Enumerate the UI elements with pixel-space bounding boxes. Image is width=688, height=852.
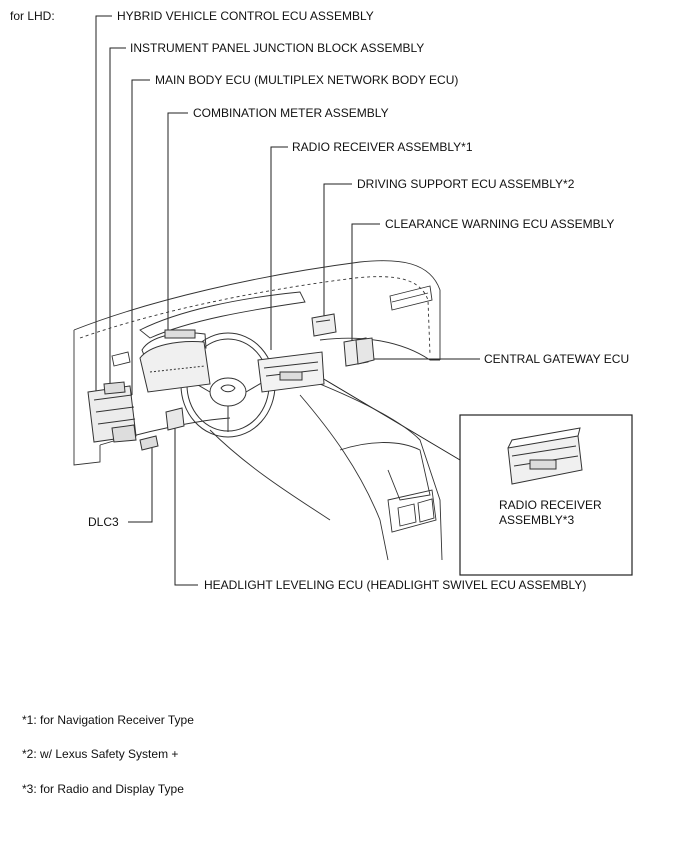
footnote-2: *2: w/ Lexus Safety System + <box>22 747 179 761</box>
leader-radio-receiver-1 <box>270 146 288 350</box>
variant-label: for LHD: <box>10 9 55 23</box>
leader-inset <box>321 377 461 461</box>
label-radio-receiver-1: RADIO RECEIVER ASSEMBLY*1 <box>292 140 473 154</box>
combination-meter-part <box>139 329 211 393</box>
inset-label-line1: RADIO RECEIVER <box>499 498 602 512</box>
leader-headlight-leveling-ecu <box>174 422 198 586</box>
leader-main-body-ecu <box>131 79 150 395</box>
label-main-body-ecu: MAIN BODY ECU (MULTIPLEX NETWORK BODY EC… <box>155 73 459 87</box>
left-ecu-stack <box>87 381 137 443</box>
driving-support-ecu-part <box>311 313 337 337</box>
footnote-3: *3: for Radio and Display Type <box>22 782 184 796</box>
label-dlc3: DLC3 <box>88 515 119 529</box>
dashboard-outline <box>73 260 443 561</box>
dlc3-part <box>139 435 159 451</box>
leader-combination-meter <box>167 112 188 333</box>
label-hybrid-ecu: HYBRID VEHICLE CONTROL ECU ASSEMBLY <box>117 9 374 23</box>
label-combination-meter: COMBINATION METER ASSEMBLY <box>193 106 389 120</box>
leader-hybrid-ecu <box>95 15 112 400</box>
inset-label-line2: ASSEMBLY*3 <box>499 513 575 527</box>
leader-lines <box>95 15 480 586</box>
leader-clearance-warning-ecu <box>351 223 380 342</box>
leader-dlc3 <box>128 448 153 523</box>
footnote-1: *1: for Navigation Receiver Type <box>22 713 194 727</box>
leader-driving-support-ecu <box>323 183 352 318</box>
headlight-leveling-ecu-part <box>165 407 185 431</box>
label-central-gateway-ecu: CENTRAL GATEWAY ECU <box>484 352 630 366</box>
label-driving-support-ecu: DRIVING SUPPORT ECU ASSEMBLY*2 <box>357 177 575 191</box>
inset-radio-receiver <box>507 427 583 485</box>
inset-box <box>459 414 633 576</box>
label-clearance-warning-ecu: CLEARANCE WARNING ECU ASSEMBLY <box>385 217 615 231</box>
radio-receiver-part <box>257 351 325 393</box>
leader-ip-junction-block <box>109 47 126 388</box>
gateway-ecu-part <box>343 337 375 367</box>
label-ip-junction-block: INSTRUMENT PANEL JUNCTION BLOCK ASSEMBLY <box>130 41 425 55</box>
label-headlight-leveling-ecu: HEADLIGHT LEVELING ECU (HEADLIGHT SWIVEL… <box>204 578 587 592</box>
